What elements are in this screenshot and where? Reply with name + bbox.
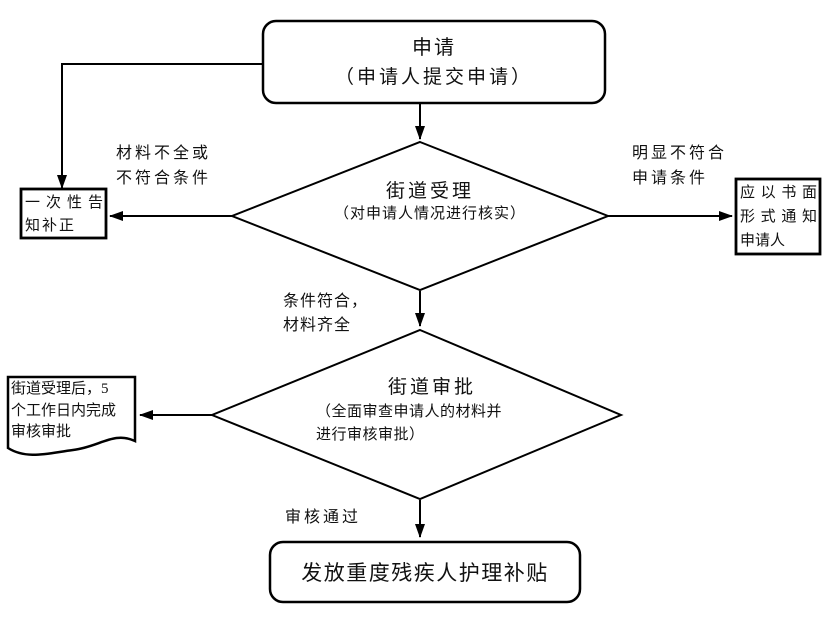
street-approval-subtitle: 进行审核审批） <box>316 427 425 443</box>
street-accept-diamond-shape <box>229 140 611 292</box>
edge-label-not-eligible-line: 申请条件 <box>632 170 709 187</box>
notice-correction-line: 一次性告 <box>25 195 103 211</box>
edge-label-incomplete-line: 材料不全或 <box>116 145 212 162</box>
edge-label-approved: 审核通过 <box>285 503 361 527</box>
document-note-label: 街道受理后，5 个工作日内完成 审核审批 <box>11 379 133 444</box>
edge-label-not-eligible-line: 明显不符合 <box>632 145 728 162</box>
apply-subtitle: （申请人提交申请） <box>334 66 533 88</box>
edge-label-eligible: 条件符合， 材料齐全 <box>283 290 368 338</box>
edge-label-eligible-line: 材料齐全 <box>283 317 352 334</box>
written-notice-box-shape <box>734 177 822 256</box>
document-note-line: 街道受理后，5 <box>11 381 109 397</box>
notice-correction-label: 一次性告 知补正 <box>25 192 103 238</box>
edge-label-approved-text: 审核通过 <box>285 509 362 526</box>
written-notice-label: 应以书面 形式通知 申请人 <box>740 181 817 253</box>
document-note-line: 审核审批 <box>11 424 72 440</box>
edge-label-incomplete-line: 不符合条件 <box>116 170 212 187</box>
issue-subsidy-text: 发放重度残疾人护理补贴 <box>301 561 549 585</box>
written-notice-line: 形式通知 <box>740 209 817 225</box>
notice-correction-line: 知补正 <box>25 218 77 234</box>
document-note-shape <box>6 375 137 457</box>
apply-box-label: 申请 （申请人提交申请） <box>263 21 605 103</box>
street-accept-label: 街道受理 （对申请人情况进行核实） <box>266 179 594 225</box>
street-approval-title: 街道审批 <box>387 377 476 398</box>
connector-apply-to-notice <box>57 63 263 189</box>
edge-label-eligible-line: 条件符合， <box>283 293 369 310</box>
apply-box-shape <box>261 19 607 105</box>
edge-label-not-eligible: 明显不符合 申请条件 <box>632 141 727 191</box>
street-accept-title: 街道受理 <box>385 181 474 202</box>
street-approval-subtitle: （全面审查申请人的材料并 <box>316 404 503 420</box>
street-approval-label: 街道审批 （全面审查申请人的材料并 进行审核审批） <box>316 375 548 447</box>
issue-subsidy-box-shape <box>268 540 582 604</box>
street-accept-subtitle: （对申请人情况进行核实） <box>333 206 526 222</box>
street-approval-diamond-shape <box>209 328 624 501</box>
written-notice-line: 应以书面 <box>740 185 817 201</box>
issue-subsidy-label: 发放重度残疾人护理补贴 <box>270 542 580 602</box>
document-note-line: 个工作日内完成 <box>11 402 117 419</box>
notice-correction-box-shape <box>19 187 108 240</box>
apply-title: 申请 <box>412 36 456 59</box>
edge-label-incomplete: 材料不全或 不符合条件 <box>116 141 211 191</box>
written-notice-line: 申请人 <box>740 233 786 249</box>
